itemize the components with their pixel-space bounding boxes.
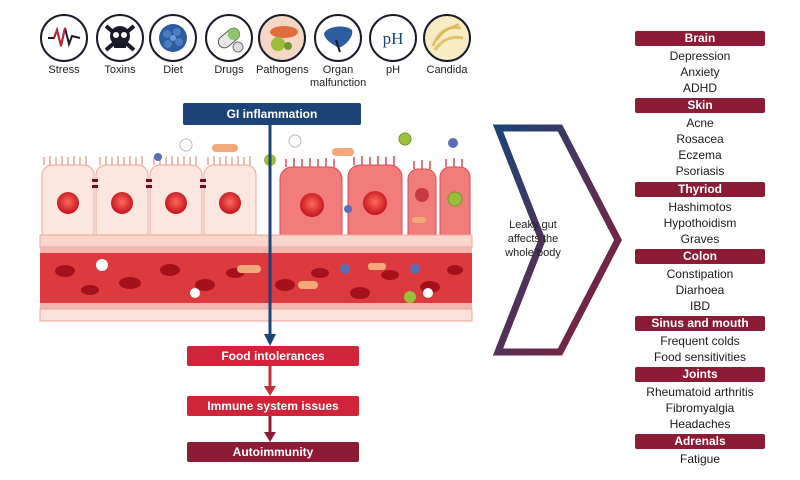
leaky-gut-arrow: [492, 124, 622, 356]
candida-icon: [423, 14, 471, 62]
cause-label: Pathogens: [256, 64, 309, 76]
bacteria-icon: [258, 14, 306, 62]
cause-organ-malfunction: Organ malfunction: [310, 14, 366, 90]
effect-item: IBD: [689, 299, 710, 313]
cause-label: Stress: [48, 64, 80, 76]
inflamed-cells: [279, 156, 471, 246]
healthy-cells: [41, 156, 257, 244]
ph-text-icon: pH: [369, 14, 417, 62]
effect-item: Psoriasis: [675, 164, 725, 178]
gi-inflammation-label: GI inflammation: [183, 103, 361, 125]
cause-ph: pH pH: [367, 14, 419, 77]
effect-item: Acne: [686, 116, 714, 130]
cause-label: pH: [385, 64, 401, 76]
effect-item: Rheumatoid arthritis: [646, 385, 754, 399]
cause-label: Candida: [426, 64, 468, 76]
cause-pathogens: Pathogens: [256, 14, 309, 77]
chain-arrow-1: [264, 366, 276, 396]
effect-item: Fibromyalgia: [665, 401, 735, 415]
down-arrow: [264, 124, 276, 346]
chain-autoimmunity: Autoimmunity: [187, 442, 359, 462]
cause-diet: Diet: [147, 14, 199, 77]
effect-item: Rosacea: [676, 132, 724, 146]
blood-vessel: [40, 247, 472, 309]
effect-item: Depression: [669, 49, 731, 63]
chain-food-intolerances: Food intolerances: [187, 346, 359, 366]
particles: [154, 132, 458, 223]
chain-arrow-2: [264, 416, 276, 442]
effect-item: Anxiety: [680, 65, 720, 79]
effect-item: Headaches: [669, 417, 731, 431]
effect-item: Diarhoea: [675, 283, 725, 297]
effect-item: Graves: [680, 232, 720, 246]
gut-wall-illustration: [39, 132, 473, 322]
cause-label: Drugs: [214, 64, 244, 76]
stress-wave-icon: [40, 14, 88, 62]
skull-crossbones-icon: [96, 14, 144, 62]
category-brain: Brain: [635, 31, 765, 46]
broccoli-icon: [149, 14, 197, 62]
cause-candida: Candida: [421, 14, 473, 77]
cause-label: Diet: [163, 64, 183, 76]
effect-item: Hypothoidism: [663, 216, 737, 230]
svg-text:pH: pH: [383, 29, 404, 48]
cause-drugs: Drugs: [203, 14, 255, 77]
effect-item: Eczema: [678, 148, 722, 162]
category-sinus-and-mouth: Sinus and mouth: [635, 316, 765, 331]
effect-item: Food sensitivities: [653, 350, 747, 364]
pill-capsule-icon: [205, 14, 253, 62]
effect-item: Hashimotos: [668, 200, 732, 214]
lower-tissue: [39, 308, 473, 322]
category-adrenals: Adrenals: [635, 434, 765, 449]
chain-immune-system-issues: Immune system issues: [187, 396, 359, 416]
category-skin: Skin: [635, 98, 765, 113]
effect-item: Constipation: [666, 267, 734, 281]
cause-stress: Stress: [38, 14, 90, 77]
cause-toxins: Toxins: [94, 14, 146, 77]
effect-item: Fatigue: [679, 452, 721, 466]
category-colon: Colon: [635, 249, 765, 264]
effect-item: Frequent colds: [660, 334, 740, 348]
basement-membrane: [39, 234, 473, 248]
leaky-gut-text: Leaky gut affects the whole body: [505, 219, 561, 259]
liver-icon: [314, 14, 362, 62]
cause-label: Organ malfunction: [310, 64, 367, 89]
category-thyriod: Thyriod: [635, 182, 765, 197]
effect-item: ADHD: [682, 81, 717, 95]
cause-label: Toxins: [104, 64, 136, 76]
category-joints: Joints: [635, 367, 765, 382]
